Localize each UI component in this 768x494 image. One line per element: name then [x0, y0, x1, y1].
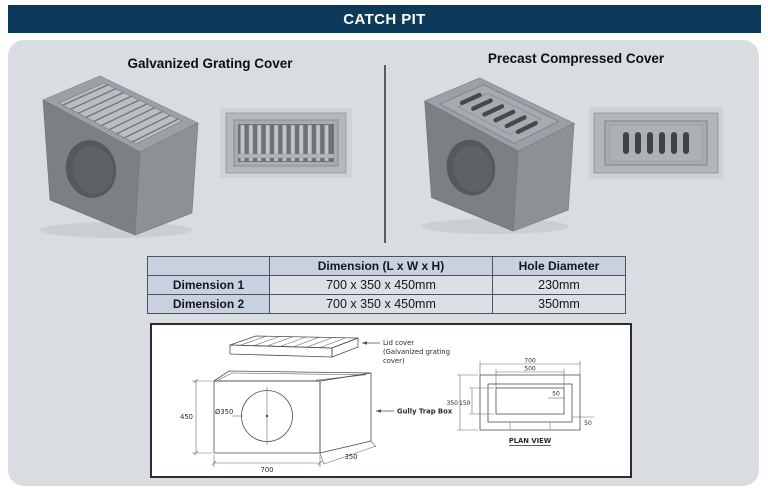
dim-700-label: 700: [261, 466, 274, 474]
page-title: CATCH PIT: [343, 10, 426, 28]
plan-dim-lines: [457, 361, 594, 431]
dimension-table: Dimension (L x W x H) Hole Diameter Dime…: [147, 256, 626, 314]
section-divider: [384, 65, 386, 243]
row-dimension-value: 700 x 350 x 450mm: [269, 294, 493, 314]
plan-dim-500: 500: [524, 366, 536, 373]
row-dimension-value: 700 x 350 x 450mm: [269, 275, 493, 295]
plan-view-drawing: [479, 374, 581, 431]
lid-label-line1: Lid cover: [383, 339, 414, 347]
row-label: Dimension 1: [147, 275, 270, 295]
lid-cover-drawing: [229, 335, 359, 358]
dim-450-label: 450: [180, 413, 193, 421]
header-bar: CATCH PIT: [8, 5, 761, 33]
row-hole-value: 350mm: [492, 294, 626, 314]
grating-slats: [62, 84, 179, 143]
dim-700-lines: [211, 455, 323, 467]
plan-view-caption: PLAN VIEW: [509, 437, 552, 445]
gully-trap-box-label: Gully Trap Box: [397, 408, 453, 416]
row-label: Dimension 2: [147, 294, 270, 314]
dim-450-lines: [192, 378, 212, 456]
table-header-empty: [147, 256, 270, 276]
plan-dim-700: 700: [524, 358, 536, 365]
lid-label-line3: cover): [383, 357, 405, 365]
plan-dim-350: 350: [447, 400, 459, 407]
precast-cover-top-view-image: [589, 107, 723, 179]
plan-dim-50-outer: 50: [584, 420, 592, 427]
dim-350-depth-label: 350: [345, 453, 358, 461]
table-row: Dimension 1 700 x 350 x 450mm 230mm: [147, 275, 626, 295]
table-header-row: Dimension (L x W x H) Hole Diameter: [147, 256, 626, 276]
gully-arrow: [376, 409, 381, 413]
table-header-dimension: Dimension (L x W x H): [269, 256, 493, 276]
table-header-hole-diameter: Hole Diameter: [492, 256, 626, 276]
content-panel: Galvanized Grating Cover Precast Compres…: [8, 40, 759, 486]
precast-catchpit-3d-image: [421, 77, 575, 235]
plan-dim-150: 150: [459, 400, 471, 407]
cover-slots: [623, 132, 689, 154]
row-hole-value: 230mm: [492, 275, 626, 295]
galvanized-grating-top-view-image: [220, 108, 352, 178]
gully-trap-box-drawing: [212, 370, 372, 454]
grating-bars: [240, 124, 329, 162]
cover-slots: [459, 92, 538, 135]
hole-diameter-label: Ø350: [215, 408, 233, 416]
plan-dim-50-inner: 50: [552, 391, 560, 398]
technical-drawing-box: Lid cover (Galvanized grating cover) Ø35…: [150, 323, 632, 478]
section-title-precast: Precast Compressed Cover: [487, 51, 665, 66]
dim-350-depth-lines: [319, 440, 377, 465]
galvanized-catchpit-3d-image: [40, 75, 206, 238]
section-title-galvanized: Galvanized Grating Cover: [127, 56, 293, 71]
lid-arrow: [362, 341, 367, 345]
table-row: Dimension 2 700 x 350 x 450mm 350mm: [147, 294, 626, 314]
lid-label-line2: (Galvanized grating: [383, 348, 450, 356]
technical-drawing: Lid cover (Galvanized grating cover) Ø35…: [180, 335, 594, 474]
